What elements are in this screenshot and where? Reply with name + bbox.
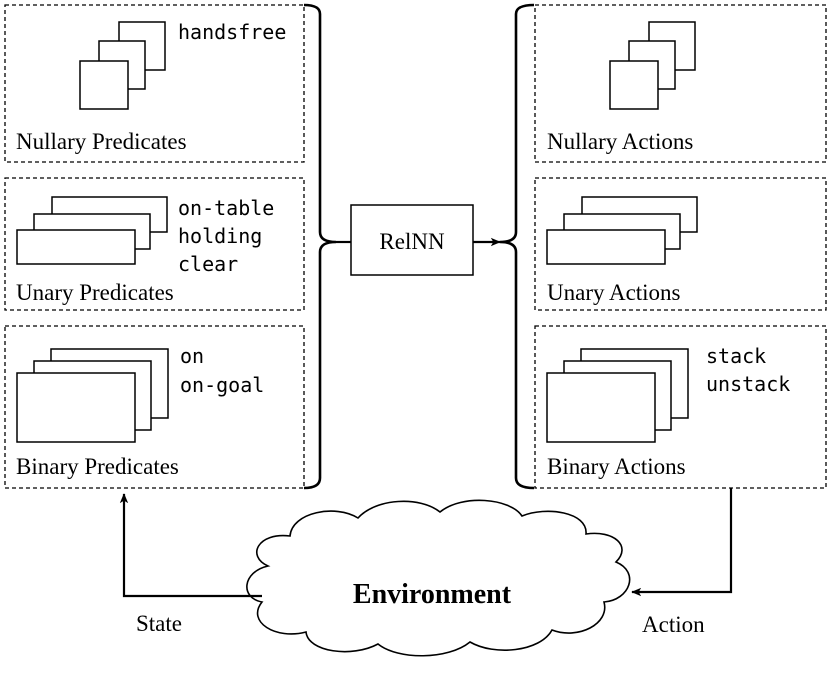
panel-unary-actions: Unary Actions bbox=[534, 177, 827, 311]
environment-label: Environment bbox=[353, 579, 512, 610]
panel-border bbox=[4, 325, 305, 489]
environment-cloud: Environment bbox=[246, 499, 631, 657]
predicate-label: holding bbox=[178, 224, 262, 248]
panel-title: Nullary Predicates bbox=[16, 129, 187, 154]
unary-action-stack-icon bbox=[546, 196, 698, 265]
binary-predicate-stack-icon bbox=[16, 348, 169, 443]
predicate-label: clear bbox=[178, 252, 238, 276]
panel-border bbox=[4, 4, 305, 163]
predicate-label: on-table bbox=[178, 196, 274, 220]
panel-nullary-predicates: handsfree Nullary Predicates bbox=[4, 4, 305, 163]
panel-border bbox=[4, 177, 305, 311]
state-arrow bbox=[119, 493, 262, 598]
relnn-block: RelNN bbox=[336, 204, 501, 276]
cloud-icon bbox=[246, 499, 631, 657]
action-label: unstack bbox=[706, 372, 790, 396]
action-label: stack bbox=[706, 344, 766, 368]
panel-binary-actions: stack unstack Binary Actions bbox=[534, 325, 827, 489]
panel-title: Binary Actions bbox=[547, 454, 686, 479]
left-bracket bbox=[303, 3, 337, 490]
nullary-predicate-stack-icon bbox=[79, 21, 166, 110]
action-arrow bbox=[631, 488, 733, 597]
relnn-box bbox=[350, 204, 474, 276]
panel-title: Nullary Actions bbox=[547, 129, 693, 154]
predicate-label: on bbox=[180, 344, 204, 368]
binary-action-stack-icon bbox=[546, 348, 689, 443]
panel-title: Unary Predicates bbox=[16, 280, 174, 305]
panel-nullary-actions: Nullary Actions bbox=[534, 4, 827, 163]
panel-title: Unary Actions bbox=[547, 280, 681, 305]
panel-border bbox=[534, 177, 827, 311]
state-label: State bbox=[136, 611, 182, 636]
predicate-label: on-goal bbox=[180, 373, 264, 397]
nullary-action-stack-icon bbox=[609, 21, 696, 110]
panel-title: Binary Predicates bbox=[16, 454, 179, 479]
panel-unary-predicates: on-table holding clear Unary Predicates bbox=[4, 177, 305, 311]
predicate-label: handsfree bbox=[178, 20, 286, 44]
panel-binary-predicates: on on-goal Binary Predicates bbox=[4, 325, 305, 489]
action-label-text: Action bbox=[642, 612, 705, 637]
panel-border bbox=[534, 325, 827, 489]
unary-predicate-stack-icon bbox=[16, 196, 168, 265]
relnn-label: RelNN bbox=[379, 229, 445, 254]
right-bracket bbox=[499, 3, 535, 490]
